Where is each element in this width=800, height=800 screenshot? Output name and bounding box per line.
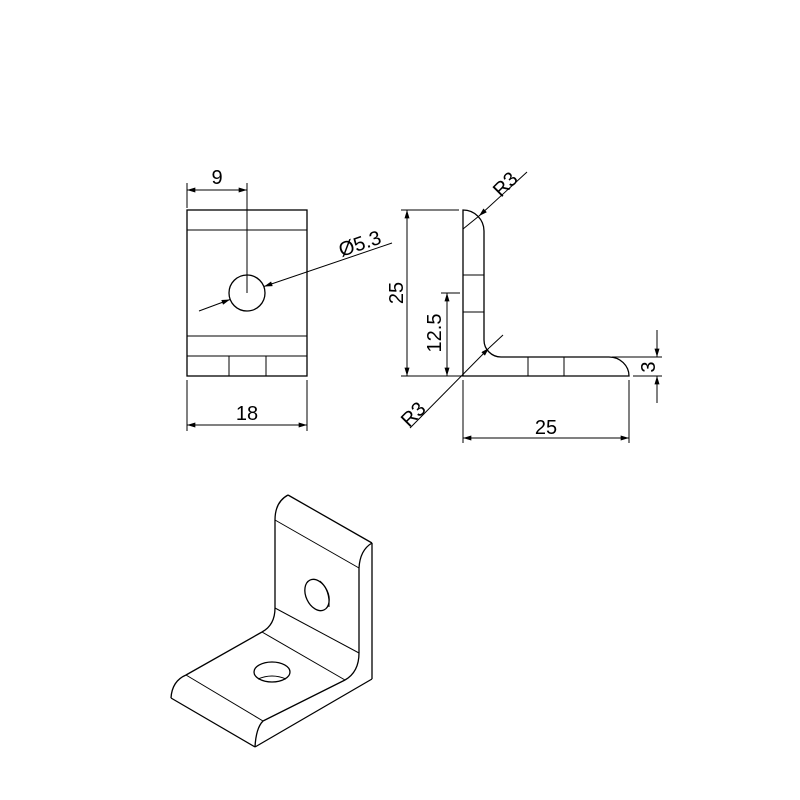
iso-edge	[287, 494, 373, 544]
front-view: 9 Ø5.3 18	[186, 167, 393, 431]
iso-edge	[344, 568, 360, 681]
iso-edge	[274, 607, 360, 654]
radius-leader	[478, 171, 528, 217]
dim-length-label: 25	[535, 417, 557, 439]
dim-top-radius-label: R3	[489, 168, 523, 202]
dimension-line	[198, 299, 231, 312]
dim-hole-offset-label: 9	[211, 167, 222, 189]
iso-edge	[274, 494, 289, 521]
iso-edge	[261, 631, 346, 681]
iso-edge	[358, 542, 373, 569]
iso-edge	[261, 520, 276, 633]
dim-hole-diameter-label: Ø5.3	[336, 227, 384, 262]
radius-leader	[462, 215, 480, 230]
iso-edge	[262, 679, 346, 722]
dim-thickness-label: 3	[638, 361, 660, 372]
dim-height-label: 25	[386, 282, 408, 304]
isometric-view	[170, 494, 373, 748]
iso-hole-inner-edge	[257, 675, 287, 680]
radius-leader	[409, 347, 490, 429]
side-profile	[462, 209, 630, 377]
iso-edge	[185, 674, 264, 722]
iso-hole-horizontal	[253, 661, 291, 683]
radius-leader	[488, 334, 504, 349]
iso-edge	[274, 519, 360, 569]
iso-edge	[170, 697, 256, 748]
iso-edge	[254, 678, 373, 748]
iso-edge	[185, 631, 263, 676]
dim-inner-radius-label: R3	[397, 398, 431, 432]
dim-width-label: 18	[236, 403, 258, 425]
side-view: 25 12.5 R3 R3 3 25	[386, 168, 662, 443]
iso-edge	[254, 720, 264, 748]
dimension-line	[263, 242, 393, 287]
iso-hole-vertical	[304, 578, 330, 612]
iso-hole-inner-edge	[319, 580, 330, 608]
iso-edge	[170, 674, 187, 699]
dim-hole-height-label: 12.5	[424, 314, 446, 353]
